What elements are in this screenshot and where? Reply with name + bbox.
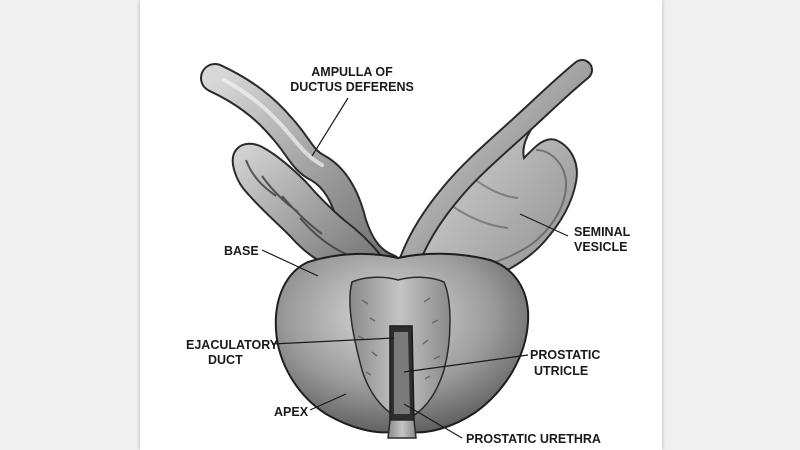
leader-base bbox=[261, 249, 319, 277]
label-seminal-line1: SEMINAL bbox=[574, 225, 631, 239]
label-utricle-line1: PROSTATIC bbox=[530, 348, 600, 362]
label-ejaculatory-line2: DUCT bbox=[208, 353, 243, 367]
leader-ampulla bbox=[311, 97, 349, 157]
leader-lines bbox=[261, 97, 569, 439]
leader-prostatic-urethra bbox=[403, 403, 463, 439]
leader-prostatic-utricle bbox=[403, 354, 529, 373]
leader-seminal-vesicle bbox=[519, 213, 569, 237]
label-ampulla-line2: DUCTUS DEFERENS bbox=[290, 80, 414, 94]
label-prostatic-urethra: PROSTATIC URETHRA bbox=[466, 432, 601, 446]
label-base: BASE bbox=[224, 244, 259, 258]
label-ampulla-line1: AMPULLA OF bbox=[311, 65, 393, 79]
leader-ejaculatory-duct bbox=[271, 337, 395, 345]
leader-apex bbox=[309, 393, 347, 411]
label-apex: APEX bbox=[274, 405, 309, 419]
label-seminal-line2: VESICLE bbox=[574, 240, 628, 254]
prostate-gland bbox=[274, 252, 530, 439]
labels: AMPULLA OF DUCTUS DEFERENS SEMINAL VESIC… bbox=[186, 65, 631, 446]
label-ejaculatory-line1: EJACULATORY bbox=[186, 338, 279, 352]
right-ductus-deferens bbox=[395, 59, 593, 283]
label-utricle-line2: UTRICLE bbox=[534, 364, 588, 378]
